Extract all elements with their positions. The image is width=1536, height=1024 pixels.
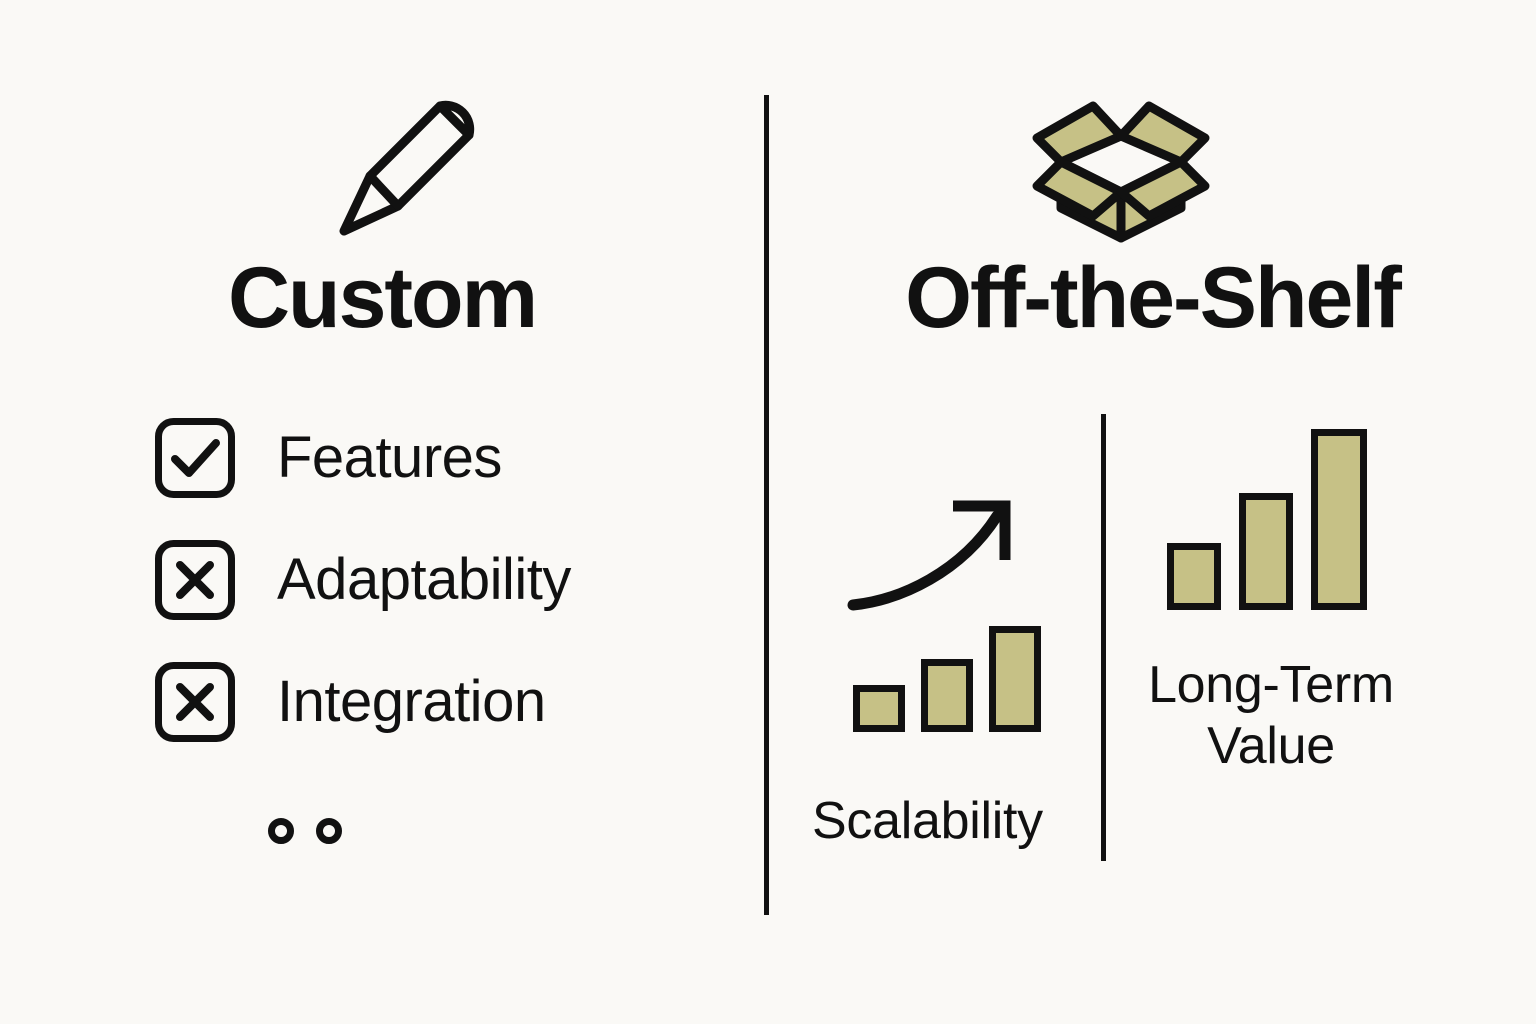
bar [1311, 429, 1367, 610]
circle-icon [316, 818, 342, 844]
long-term-value-bars [1167, 429, 1367, 610]
circle-icon [268, 818, 294, 844]
checkbox-checked-icon[interactable] [155, 418, 235, 498]
long-term-value-label: Long-Term Value [1106, 655, 1436, 778]
long-term-value-label-line2: Value [1207, 717, 1335, 776]
list-item[interactable]: Integration [155, 662, 571, 742]
scalability-chart [845, 492, 1065, 732]
long-term-value-chart [1167, 425, 1367, 610]
scalability-label: Scalability [812, 792, 1043, 850]
checkbox-crossed-icon[interactable] [155, 540, 235, 620]
bar [921, 659, 973, 732]
bar [1239, 493, 1293, 610]
bar [853, 685, 905, 732]
list-item-label: Features [277, 425, 502, 490]
long-term-value-label-line1: Long-Term [1148, 656, 1394, 714]
list-item[interactable]: Features [155, 418, 571, 498]
page-title-custom: Custom [227, 250, 538, 346]
pencil-icon [330, 88, 495, 243]
list-item[interactable]: Adaptability [155, 540, 571, 620]
custom-feature-checklist: Features Adaptability [155, 418, 571, 742]
list-item-label: Integration [277, 669, 546, 734]
rising-arrow-icon [845, 492, 1025, 622]
decorative-dots [268, 818, 342, 844]
list-item-label: Adaptability [277, 547, 571, 612]
scalability-bars [853, 626, 1041, 732]
panel-divider [764, 95, 769, 915]
open-box-icon [1031, 90, 1211, 245]
chart-divider [1101, 414, 1106, 861]
checkbox-crossed-icon[interactable] [155, 662, 235, 742]
page-title-off-the-shelf: Off-the-Shelf [905, 250, 1402, 346]
bar [989, 626, 1041, 732]
bar [1167, 543, 1221, 610]
custom-panel: Custom Features Ad [0, 0, 764, 1024]
